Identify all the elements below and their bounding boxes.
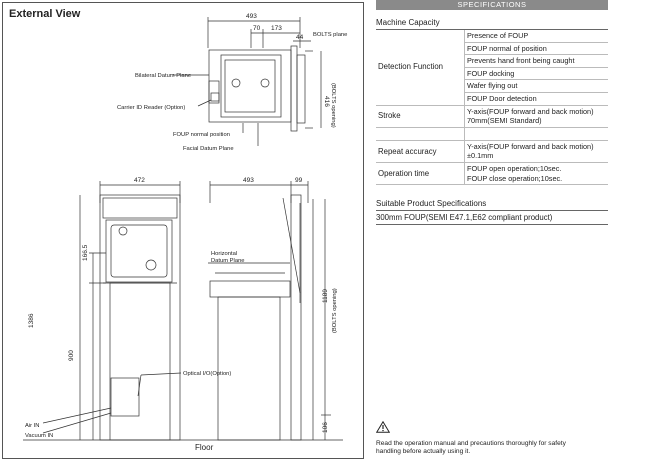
label-facial-datum: Facial Datum Plane: [183, 146, 234, 152]
repeat-1: Y-axis(FOUP forward and back motion): [467, 141, 594, 151]
suitable-title: Suitable Product Specifications: [376, 199, 608, 212]
table-row: Repeat accuracy Y-axis(FOUP forward and …: [376, 140, 608, 163]
table-row: FOUP docking: [376, 67, 608, 81]
dim-h-1189: 1189: [322, 289, 329, 303]
dim-side-99: 99: [295, 177, 303, 184]
cat-repeat-accuracy: Repeat accuracy: [376, 140, 465, 163]
dim-top-173: 173: [271, 25, 282, 32]
table-row: Wafer flying out: [376, 79, 608, 93]
op-value: FOUP open operation;10sec. FOUP close op…: [464, 162, 608, 186]
dim-h-106: 106: [322, 422, 329, 433]
det-3: Prevents hand front being caught: [464, 54, 608, 68]
det-5: Wafer flying out: [464, 79, 608, 93]
det-4: FOUP docking: [464, 67, 608, 81]
warning-line-2: handling before actually using it.: [376, 448, 471, 455]
suitable-text: 300mm FOUP(SEMI E47.1,E62 compliant prod…: [376, 211, 608, 226]
label-optical-io: Optical I/O(Option): [183, 371, 231, 377]
table-row: FOUP Door detection: [376, 92, 608, 106]
cat-stroke: Stroke: [376, 105, 465, 128]
external-view-panel: External View: [2, 2, 364, 459]
cat-detection-function: Detection Function: [376, 30, 465, 106]
stroke-2: 70mm(SEMI Standard): [467, 116, 542, 126]
label-floor: Floor: [195, 443, 214, 452]
external-view-title: External View: [9, 8, 81, 20]
cat-operation-time: Operation time: [376, 162, 465, 186]
label-vacuum-in: Vacuum IN: [25, 433, 53, 439]
stroke-value: Y-axis(FOUP forward and back motion) 70m…: [464, 105, 608, 128]
repeat-2: ±0.1mm: [467, 151, 494, 161]
dim-top-70: 70: [253, 25, 261, 32]
label-bolts-plane: BOLTS plane: [313, 32, 347, 38]
label-carrier-id: Carrier ID Reader (Option): [117, 105, 185, 111]
dim-side-493: 493: [243, 177, 254, 184]
warning-block: Read the operation manual and precaution…: [375, 420, 636, 456]
warning-text: Read the operation manual and precaution…: [376, 440, 636, 456]
specifications-header: SPECIFICATIONS: [376, 0, 608, 10]
dim-h-166: 166.5: [82, 244, 89, 261]
det-1: Presence of FOUP: [464, 30, 608, 43]
det-6: FOUP Door detection: [464, 92, 608, 106]
dim-top-44: 44: [296, 34, 304, 41]
table-row: Operation time FOUP open operation;10sec…: [376, 162, 608, 186]
dim-top-493: 493: [246, 13, 257, 20]
table-row: Detection Function Presence of FOUP: [376, 30, 608, 106]
dim-h-900: 900: [68, 350, 75, 361]
external-view-drawing: 493 70 173 44 BOLTS plane 416 (BOLTS ope…: [23, 13, 347, 452]
dim-h-1189-sub: (BOLTS opening): [332, 288, 338, 333]
label-air-in: Air IN: [25, 423, 40, 429]
table-row: FOUP normal of position: [376, 42, 608, 56]
table-row: [376, 127, 608, 141]
specifications-panel: SPECIFICATIONS Machine Capacity Detectio…: [376, 0, 608, 226]
repeat-value: Y-axis(FOUP forward and back motion) ±0.…: [464, 140, 608, 163]
table-row: Prevents hand front being caught: [376, 54, 608, 68]
dim-front-472: 472: [134, 177, 145, 184]
spec-table: Detection Function Presence of FOUP FOUP…: [376, 30, 608, 186]
table-row: Stroke Y-axis(FOUP forward and back moti…: [376, 105, 608, 128]
machine-capacity-title: Machine Capacity: [376, 18, 608, 30]
label-bilateral-datum: Bilateral Datum Plane: [135, 73, 191, 79]
dim-right-416: 416: [323, 96, 330, 107]
op-2: FOUP close operation;10sec.: [467, 173, 563, 183]
label-foup-normal: FOUP normal position: [173, 132, 230, 138]
warning-line-1: Read the operation manual and precaution…: [376, 440, 566, 447]
warning-triangle-icon: [375, 420, 391, 433]
stroke-1: Y-axis(FOUP forward and back motion): [467, 106, 594, 116]
dim-right-416-sub: (BOLTS opening): [330, 83, 336, 128]
op-1: FOUP open operation;10sec.: [467, 163, 562, 173]
label-horizontal-datum-1: Horizontal: [211, 251, 237, 257]
dim-h-1386: 1386: [28, 313, 35, 328]
det-2: FOUP normal of position: [464, 42, 608, 56]
label-horizontal-datum-2: Datum Plane: [211, 258, 245, 264]
